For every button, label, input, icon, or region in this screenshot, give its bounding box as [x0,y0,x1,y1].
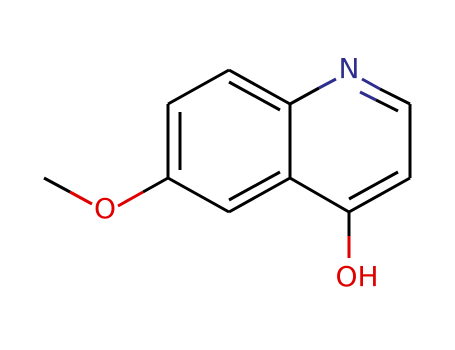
bond-o-ch3-carbon-half [43,176,71,194]
bond-double-inner-n-c2-nitrogen [359,90,377,102]
bond-c4-c8a [289,176,350,214]
bond-c7-o-oxygen-half [117,190,144,208]
bond-c3-c4 [348,176,411,214]
bond-double-inner-n-c2-carbon [375,98,399,113]
bond-o-ch3-oxygen-half [69,190,93,206]
atom-label-hydroxyl: OH [335,260,378,293]
bond-c4a-n-carbon-half [289,86,320,106]
bond-c7-c8 [167,176,230,214]
bond-c4a-n-nitrogen-half [318,77,337,90]
bond-n-c2-carbon-half [379,87,411,106]
bond-c5-c6 [167,68,230,106]
bond-double-inner-c3-c4 [348,170,399,201]
bond-n-c2-nitrogen-half [361,77,381,91]
methoxy-group [43,176,169,208]
bond-double-inner-c5-c4a [228,80,281,112]
benzene-ring [166,68,292,214]
bond-double-inner-c8-c8a [228,170,281,202]
atom-label-nitrogen: N [339,52,360,85]
bond-c7-o-carbon-half [142,176,169,194]
atom-label-methoxy-oxygen: O [94,192,116,225]
pyridine-ring [289,77,412,214]
bond-c8-c8a [228,176,291,214]
bond-c4a-c5 [228,68,291,106]
